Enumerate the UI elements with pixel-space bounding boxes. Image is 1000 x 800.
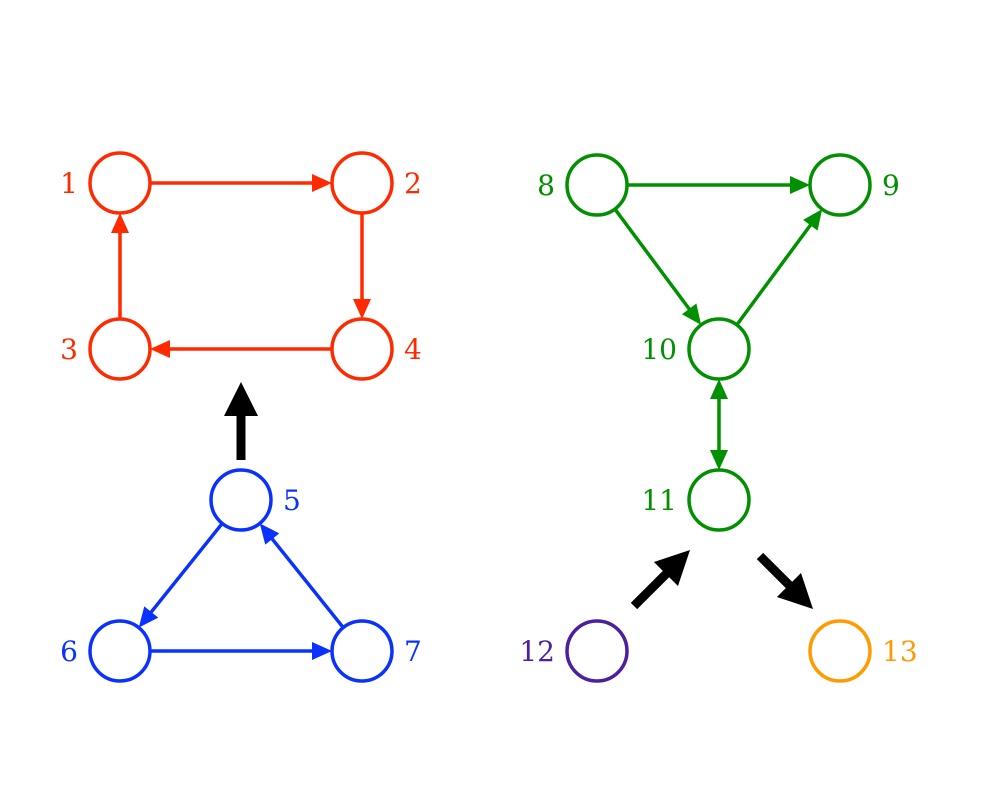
node-label-5: 5 (283, 484, 301, 517)
node-6: 6 (60, 619, 152, 683)
node-circle-5 (209, 468, 273, 532)
node-circle-12 (565, 619, 629, 683)
node-label-7: 7 (404, 635, 422, 668)
node-label-2: 2 (404, 167, 422, 200)
edge-10-11 (710, 379, 728, 470)
node-label-3: 3 (60, 333, 78, 366)
node-label-13: 13 (882, 635, 918, 668)
node-circle-10 (687, 317, 751, 381)
node-1: 1 (60, 151, 152, 215)
edge-8-9 (627, 176, 810, 194)
node-circle-9 (808, 153, 872, 217)
edge-10-9 (735, 209, 823, 326)
node-5: 5 (209, 468, 301, 532)
node-3: 3 (60, 317, 152, 381)
node-label-1: 1 (60, 167, 78, 200)
node-circle-6 (88, 619, 152, 683)
node-11: 11 (641, 468, 751, 532)
node-4: 4 (330, 317, 422, 381)
edge-1-2 (150, 174, 332, 192)
node-circle-2 (330, 151, 394, 215)
node-label-8: 8 (537, 169, 555, 202)
node-circle-7 (330, 619, 394, 683)
edge-8-10 (613, 208, 702, 325)
node12-to-node11-arrow (630, 550, 690, 610)
node-label-9: 9 (882, 169, 900, 202)
node-label-6: 6 (60, 635, 78, 668)
edge-6-7 (150, 642, 332, 660)
node11-to-node13-arrow (756, 552, 813, 609)
node-circle-1 (88, 151, 152, 215)
node-label-4: 4 (404, 333, 422, 366)
node-12: 12 (519, 619, 629, 683)
edge-7-5 (259, 523, 345, 629)
component-arrows-layer (224, 382, 813, 610)
edge-2-4 (353, 213, 371, 319)
edge-5-6 (138, 522, 224, 628)
edge-4-3 (150, 340, 332, 358)
node-2: 2 (330, 151, 422, 215)
node-7: 7 (330, 619, 422, 683)
node-label-10: 10 (641, 333, 677, 366)
node-circle-8 (565, 153, 629, 217)
edges-layer (111, 174, 823, 660)
node-13: 13 (808, 619, 918, 683)
node-label-11: 11 (641, 484, 677, 517)
blue-to-red-component-arrow (224, 382, 258, 460)
edge-3-1 (111, 213, 129, 319)
node-circle-13 (808, 619, 872, 683)
node-circle-3 (88, 317, 152, 381)
node-circle-11 (687, 468, 751, 532)
node-10: 10 (641, 317, 751, 381)
node-label-12: 12 (519, 635, 555, 668)
node-9: 9 (808, 153, 900, 217)
node-8: 8 (537, 153, 629, 217)
node-circle-4 (330, 317, 394, 381)
